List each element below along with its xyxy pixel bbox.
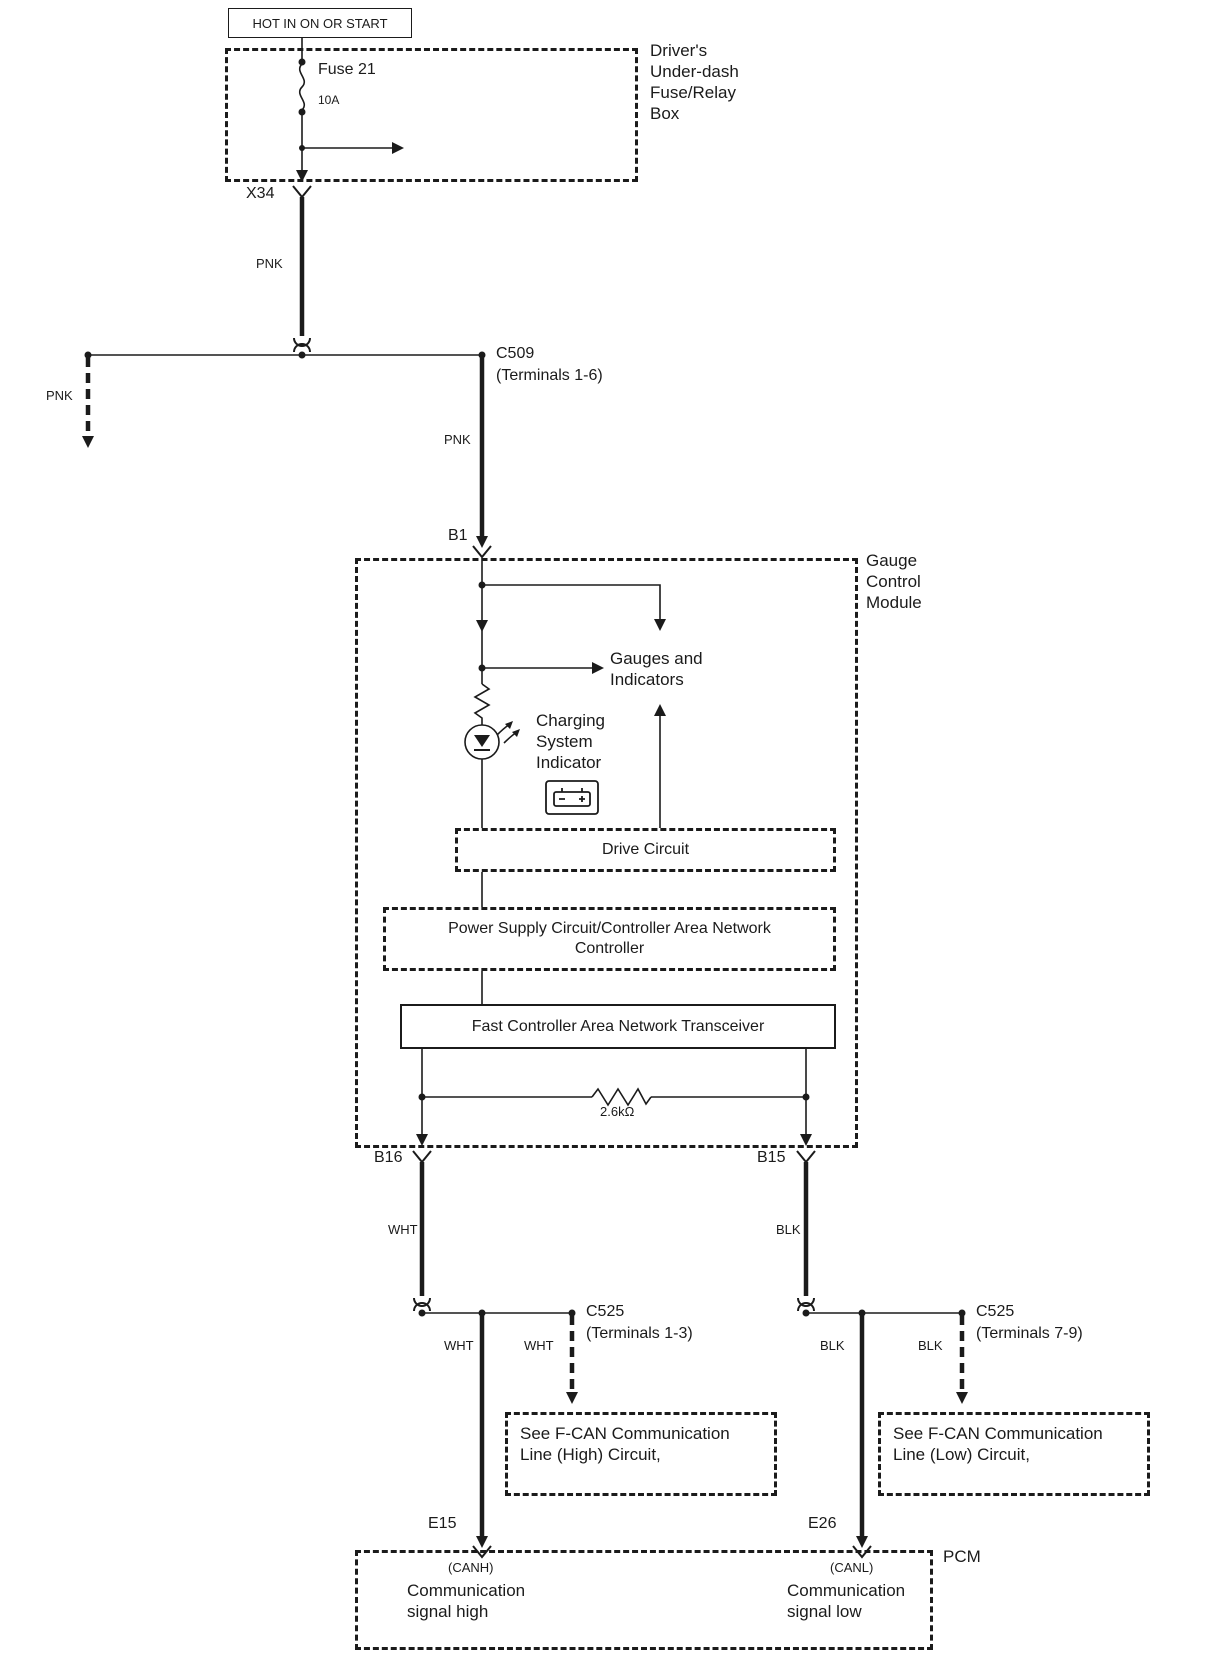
arrow-fuse-to-x34 <box>296 170 308 182</box>
connector-x34-symbol <box>292 185 312 199</box>
connector-c525-high-label: C525 <box>586 1303 625 1320</box>
power-supply-circuit-box: Power Supply Circuit/Controller Area Net… <box>383 907 836 971</box>
wire-color-wht-b16: WHT <box>388 1222 418 1237</box>
battery-icon <box>545 780 599 815</box>
connector-b16-label: B16 <box>374 1149 403 1166</box>
arrow-blk-fcan <box>956 1392 968 1404</box>
connector-b1-symbol <box>472 545 492 559</box>
power-source-label: HOT IN ON OR START <box>252 15 388 31</box>
arrow-into-b15 <box>800 1134 812 1146</box>
fcan-transceiver-label: Fast Controller Area Network Transceiver <box>471 1017 765 1035</box>
arrow-wht-fcan <box>566 1392 578 1404</box>
fcan-low-reference-label: See F-CAN Communication Line (Low) Circu… <box>893 1424 1103 1464</box>
arrow-drive-up <box>654 704 666 716</box>
connector-x34-label: X34 <box>246 185 275 202</box>
junction-dots <box>84 58 966 1317</box>
inline-connector-c525-high-symbol <box>413 1297 431 1312</box>
arrow-into-e15 <box>476 1536 488 1548</box>
power-supply-circuit-label: Power Supply Circuit/Controller Area Net… <box>448 920 771 957</box>
pcm-box <box>355 1550 933 1650</box>
arrow-to-gauges-label <box>592 662 604 674</box>
resistor-value-label: 2.6kΩ <box>600 1104 635 1119</box>
wire-branch-gauges-power <box>482 584 661 619</box>
arrow-into-b1 <box>476 536 488 548</box>
arrow-into-b16 <box>416 1134 428 1146</box>
drive-circuit-box: Drive Circuit <box>455 828 836 872</box>
thick-wires <box>85 197 965 1538</box>
pcm-signal-low-label: Communication signal low <box>787 1581 906 1621</box>
connector-e15-label: E15 <box>428 1515 457 1532</box>
fcan-high-reference-label: See F-CAN Communication Line (High) Circ… <box>520 1424 730 1464</box>
charging-indicator-led-symbol <box>474 721 520 751</box>
resistor-symbol-2-6k <box>591 1087 652 1107</box>
under-dash-fuse-box <box>225 48 638 182</box>
power-source-box: HOT IN ON OR START <box>228 8 412 38</box>
connector-b15-label: B15 <box>757 1149 786 1166</box>
pcm-canl-label: (CANL) <box>830 1560 874 1575</box>
arrow-pnk-branch <box>82 436 94 448</box>
inline-connector-c509-symbol <box>293 337 311 353</box>
connector-b1-label: B1 <box>448 527 468 544</box>
connector-c525-low-terminals-label: (Terminals 7-9) <box>976 1325 1083 1342</box>
pcm-label: PCM <box>943 1547 981 1566</box>
arrow-fusebox-branch <box>392 142 404 154</box>
fcan-high-reference-box: See F-CAN Communication Line (High) Circ… <box>505 1412 777 1496</box>
connector-e15-symbol <box>472 1545 492 1559</box>
wire-color-pnk-b1: PNK <box>444 432 471 447</box>
connector-e26-label: E26 <box>808 1515 837 1532</box>
fuse-element-symbol <box>298 63 306 111</box>
arrow-power-to-gauges <box>654 619 666 631</box>
inline-connector-c525-low-symbol <box>797 1297 815 1312</box>
connector-b16-symbol <box>412 1150 432 1164</box>
gauges-indicators-label: Gauges and Indicators <box>610 649 703 689</box>
fuse-rating-label: 10A <box>318 93 340 107</box>
connector-c509-label: C509 <box>496 345 535 362</box>
connector-e26-symbol <box>852 1545 872 1559</box>
resistor-symbol-vertical <box>473 683 491 725</box>
connector-c525-low-label: C525 <box>976 1303 1015 1320</box>
wire-color-wht-e15: WHT <box>444 1338 474 1353</box>
wire-color-blk-b15: BLK <box>776 1222 801 1237</box>
fusebox-name-label: Driver's Under-dash Fuse/Relay Box <box>650 41 739 123</box>
module-name-label: Gauge Control Module <box>866 551 922 612</box>
drive-circuit-label: Drive Circuit <box>601 841 690 858</box>
wire-color-blk-e26: BLK <box>820 1338 845 1353</box>
charging-system-indicator-label: Charging System Indicator <box>536 711 605 772</box>
wire-color-pnk-main: PNK <box>256 256 283 271</box>
arrow-into-e26 <box>856 1536 868 1548</box>
connector-b15-symbol <box>796 1150 816 1164</box>
connector-symbols <box>292 185 872 1559</box>
fuse-name-label: Fuse 21 <box>318 61 376 78</box>
wire-color-blk-fcan: BLK <box>918 1338 943 1353</box>
fcan-low-reference-box: See F-CAN Communication Line (Low) Circu… <box>878 1412 1150 1496</box>
wire-color-wht-fcan: WHT <box>524 1338 554 1353</box>
fcan-transceiver-box: Fast Controller Area Network Transceiver <box>400 1004 836 1049</box>
connector-c509-terminals-label: (Terminals 1-6) <box>496 367 603 384</box>
pcm-canh-label: (CANH) <box>448 1560 494 1575</box>
gauge-control-module-box <box>355 558 858 1148</box>
wire-color-pnk-branch: PNK <box>46 388 73 403</box>
connector-c525-high-terminals-label: (Terminals 1-3) <box>586 1325 693 1342</box>
pcm-signal-high-label: Communication signal high <box>407 1581 526 1621</box>
arrow-module-feed <box>476 620 488 632</box>
arrowheads <box>82 142 968 1548</box>
